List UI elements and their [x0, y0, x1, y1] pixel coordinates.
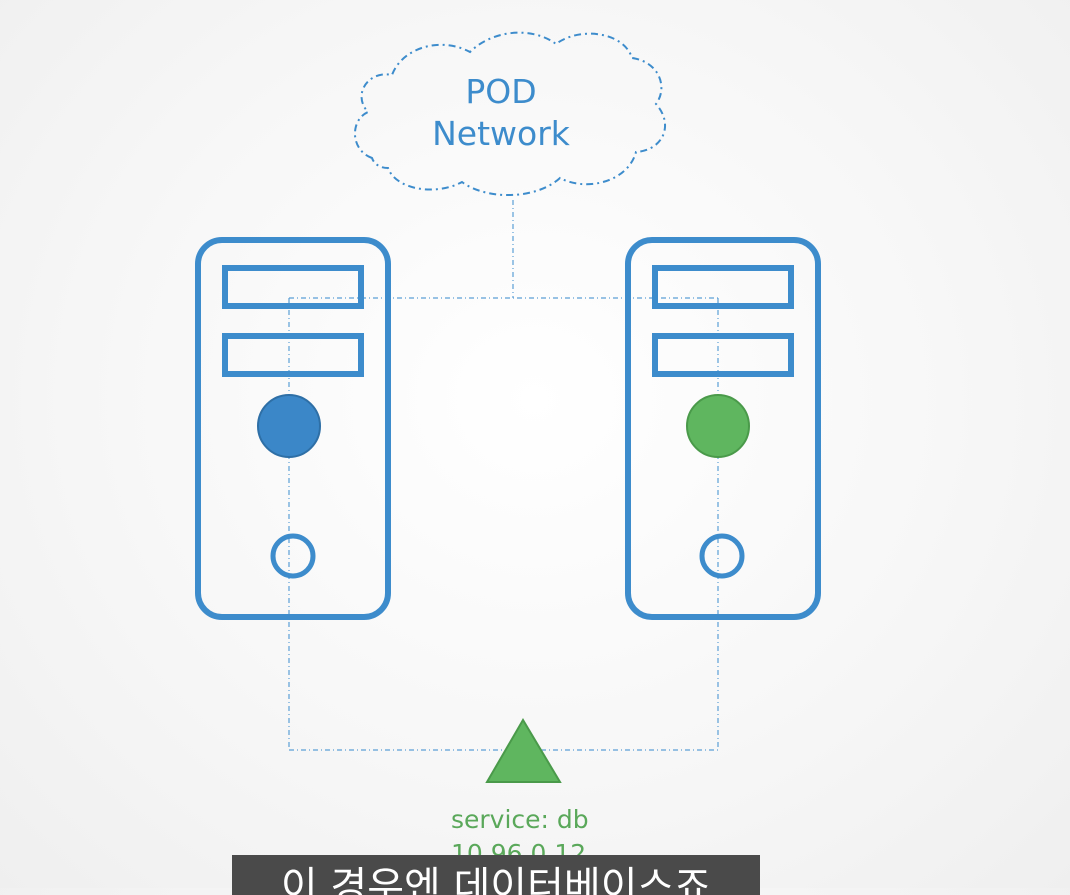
service-name-label: service: db [451, 805, 589, 834]
pod-blue [257, 394, 321, 458]
server-drive-slot [222, 265, 364, 309]
server-drive-slot [222, 333, 364, 377]
server-node-right [625, 237, 821, 620]
subtitle-text: 이 경우엔 데이터베이스죠 [280, 864, 712, 895]
pod-green [686, 394, 750, 458]
server-drive-slot [652, 265, 794, 309]
service-db: service: db 10.96.0.12 [451, 718, 589, 868]
power-button [270, 533, 316, 579]
server-drive-slot [652, 333, 794, 377]
cloud-label-pod: POD [465, 72, 536, 111]
server-body [195, 237, 391, 620]
server-node-left [195, 237, 391, 620]
power-button [699, 533, 745, 579]
server-body [625, 237, 821, 620]
cloud-label-network: Network [432, 114, 571, 153]
service-triangle-icon [485, 718, 562, 783]
subtitle-caption: 이 경우엔 데이터베이스죠 [232, 855, 760, 895]
pod-network-cloud: POD Network [354, 31, 666, 197]
cloud-outline [354, 31, 666, 197]
